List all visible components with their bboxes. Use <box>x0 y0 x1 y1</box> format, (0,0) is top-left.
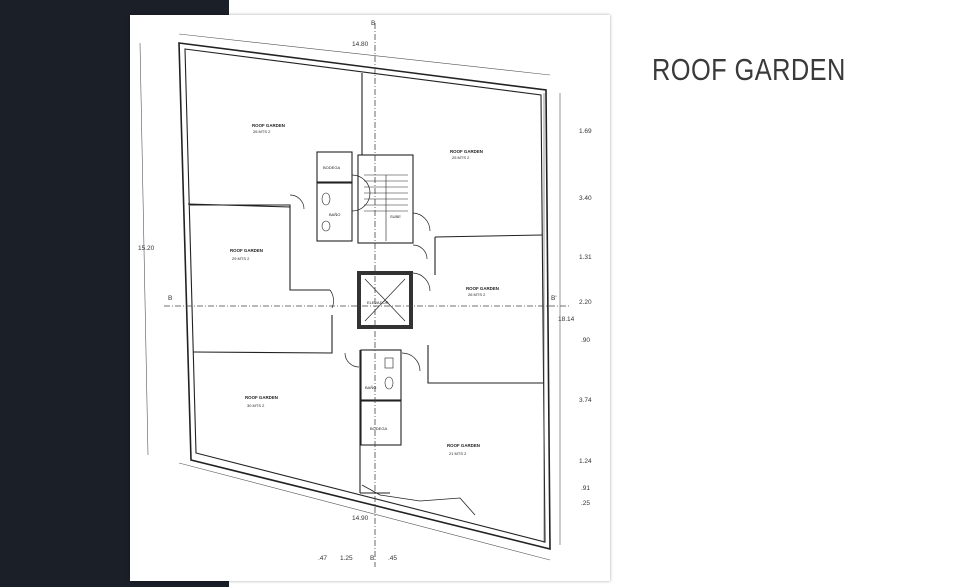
partition-right-lower <box>427 345 544 384</box>
dim-bottom: 14.90 <box>352 515 369 522</box>
room-label: ROOF GARDEN <box>466 286 499 291</box>
dim-right-seg: 3.74 <box>579 397 592 404</box>
section-markers: B B B' B' <box>168 20 557 562</box>
dim-top: 14.80 <box>352 41 369 48</box>
room-label: ROOF GARDEN <box>245 395 278 400</box>
bano-top <box>316 182 353 242</box>
door-swing <box>401 352 421 372</box>
room-area: 26 MTS 2 <box>253 129 271 134</box>
bano-label: BAÑO <box>329 212 340 217</box>
room-labels: ROOF GARDEN 26 MTS 2 ROOF GARDEN 25 MTS … <box>230 123 499 456</box>
stair-treads <box>364 174 408 241</box>
section-mark: B' <box>370 555 376 562</box>
toilet-fixture <box>321 192 331 206</box>
door-swing <box>344 352 360 368</box>
outer-wall <box>178 42 551 551</box>
bodega-label: BODEGA <box>370 426 387 431</box>
room-area: 30 MTS 2 <box>247 403 265 408</box>
dim-line-left <box>139 42 149 456</box>
bodega-bottom <box>360 400 402 446</box>
elevator-label: ELEVADOR <box>367 300 389 305</box>
dim-line-top <box>178 33 551 76</box>
door-swing <box>351 174 371 212</box>
dimension-labels: 14.80 15.20 14.90 18.14 1.69 3.40 1.31 2… <box>138 41 592 562</box>
room-area: 25 MTS 2 <box>452 155 470 160</box>
dim-right-seg: .91 <box>581 485 590 492</box>
dim-right-total: 18.14 <box>558 316 575 323</box>
door-swing <box>329 289 334 309</box>
toilet-fixture <box>321 220 331 232</box>
dim-right-seg: 1.24 <box>579 458 592 465</box>
partition-lower-left <box>192 315 333 354</box>
door-swing <box>289 194 305 210</box>
room-area: 26 MTS 2 <box>468 292 486 297</box>
partition-right-upper <box>434 234 543 275</box>
bano-label: BAÑO <box>365 385 376 390</box>
room-label: ROOF GARDEN <box>230 248 263 253</box>
stair-box <box>357 154 414 244</box>
floor-plan-sheet: ROOF GARDEN 26 MTS 2 ROOF GARDEN 25 MTS … <box>130 15 610 581</box>
elevator-shaft <box>357 271 413 329</box>
section-mark: B' <box>551 295 557 302</box>
room-label: ROOF GARDEN <box>447 443 480 448</box>
bodega-label: BODEGA <box>323 165 340 170</box>
door-swing <box>412 244 428 260</box>
dim-right-seg: 1.69 <box>579 128 592 135</box>
dim-bottom-small: .47 <box>318 555 327 562</box>
elevator-cross <box>364 278 406 322</box>
dim-bottom-small: .45 <box>388 555 397 562</box>
dim-right-seg: 1.31 <box>579 254 592 261</box>
stair-label: SUBE <box>390 214 401 219</box>
inner-wall <box>184 48 546 543</box>
toilet-fixture <box>384 376 394 390</box>
room-area: 29 MTS 2 <box>232 256 250 261</box>
page-title: ROOF GARDEN <box>652 52 846 87</box>
dim-right-seg: 2.20 <box>579 299 592 306</box>
section-mark: B <box>371 20 375 27</box>
partition-mid-left <box>190 204 330 291</box>
room-label: ROOF GARDEN <box>450 149 483 154</box>
bano-bottom <box>360 349 402 401</box>
dim-line-bottom <box>178 462 551 561</box>
door-swing <box>412 212 431 232</box>
dim-right-seg: .90 <box>581 337 590 344</box>
room-label: ROOF GARDEN <box>252 123 285 128</box>
roof-garden-floor-plan: ROOF GARDEN 26 MTS 2 ROOF GARDEN 25 MTS … <box>138 20 592 567</box>
bodega-top <box>316 151 353 183</box>
section-mark: B <box>168 295 172 302</box>
room-area: 21 MTS 2 <box>449 451 467 456</box>
bottom-notch <box>361 484 476 516</box>
door-swing <box>412 272 431 292</box>
dim-right-seg: 3.40 <box>579 195 592 202</box>
sink-fixture <box>384 357 394 369</box>
dim-left: 15.20 <box>138 245 155 252</box>
dim-right-seg: .25 <box>581 500 590 507</box>
dim-bottom-small: 1.25 <box>340 555 353 562</box>
partition-upper-left <box>187 73 363 208</box>
